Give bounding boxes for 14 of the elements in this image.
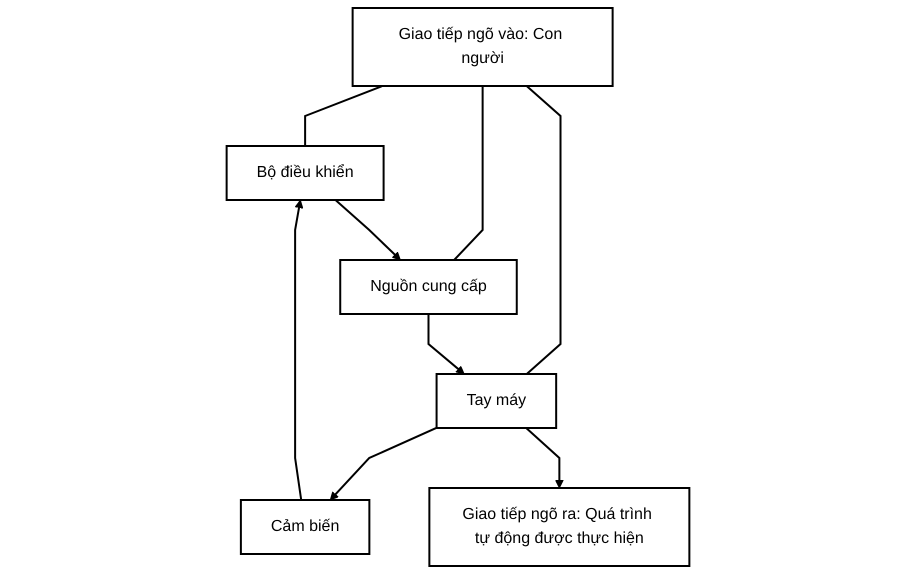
connector [526, 85, 562, 375]
node-box: Giao tiếp ngõ vào: Con người [352, 7, 614, 87]
connector [453, 86, 484, 261]
connector [304, 85, 383, 146]
arrow [428, 314, 465, 374]
arrow [294, 200, 304, 500]
arrow [334, 199, 401, 260]
node-box: Bộ điều khiển [226, 145, 385, 201]
node-box: Tay máy [436, 373, 558, 429]
node-box: Cảm biến [240, 499, 370, 555]
node-box: Nguồn cung cấp [339, 259, 518, 315]
arrow [526, 427, 564, 488]
arrow [330, 426, 437, 500]
node-box: Giao tiếp ngõ ra: Quá trình tự động được thực hiện [428, 487, 690, 567]
